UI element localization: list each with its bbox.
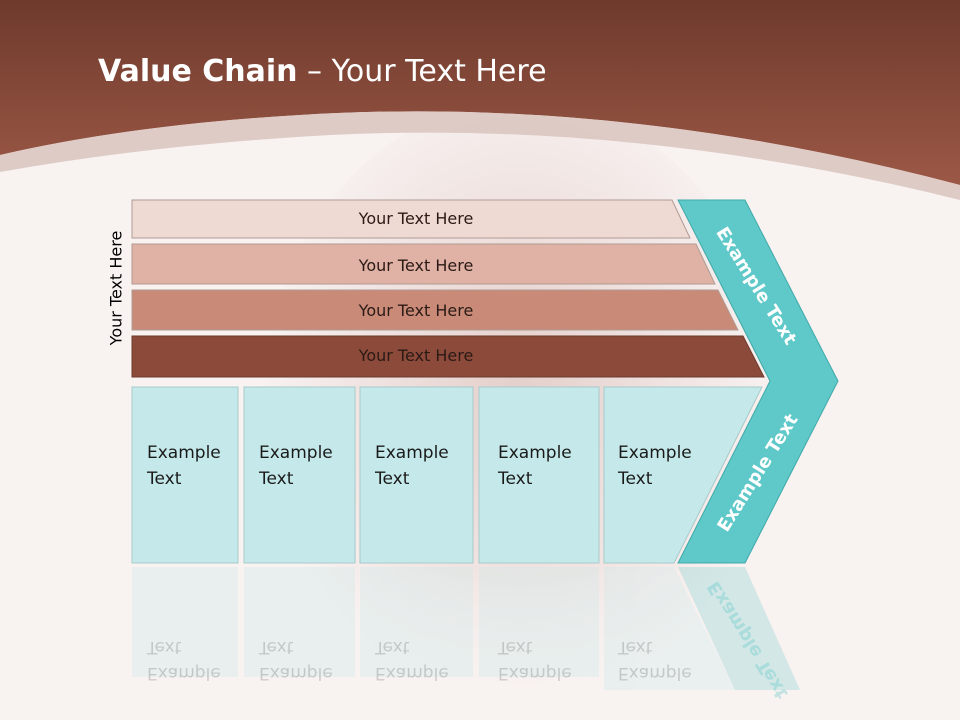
- chevron-reflection: [678, 567, 800, 690]
- support-bar-label-3: Your Text Here: [358, 301, 474, 320]
- header-band: [0, 0, 960, 185]
- primary-box-1: [131, 386, 239, 564]
- slide-title: Value Chain – Your Text Here: [98, 54, 547, 89]
- support-bar-3: [131, 289, 739, 331]
- primary-box-3: [359, 386, 474, 564]
- title-rest: – Your Text Here: [297, 54, 547, 89]
- margin-chevron: [677, 199, 839, 564]
- support-bar-label-4: Your Text Here: [358, 346, 474, 365]
- support-bar-label-2: Your Text Here: [358, 256, 474, 275]
- support-bar-4: [131, 335, 765, 378]
- support-bar-1: [131, 199, 691, 239]
- primary-box-5: [603, 386, 763, 564]
- title-bold: Value Chain: [98, 54, 298, 89]
- support-bar-2: [131, 243, 716, 285]
- support-bar-label-1: Your Text Here: [358, 209, 474, 228]
- boxes-reflection: [132, 567, 735, 690]
- primary-box-4: [478, 386, 600, 564]
- primary-box-2: [243, 386, 356, 564]
- header-swoosh: [0, 111, 960, 200]
